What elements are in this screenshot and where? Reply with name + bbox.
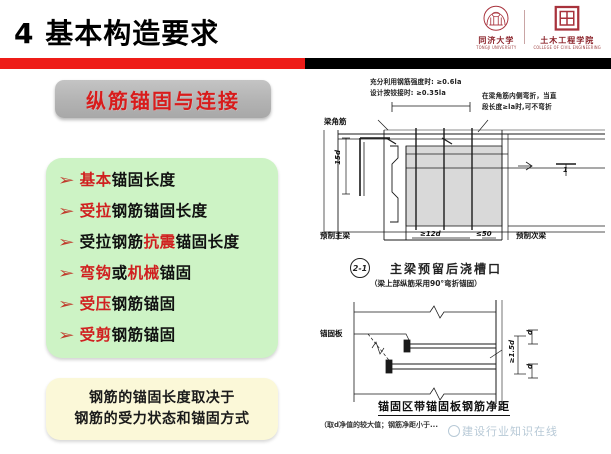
bullet-arrow-icon: ➢ (57, 264, 75, 282)
list-item: ➢弯钩或机械锚固 (57, 261, 274, 283)
bullet-arrow-icon: ➢ (57, 233, 75, 251)
topic-list-box: ➢基本锚固长度➢受拉钢筋锚固长度➢受拉钢筋抗震锚固长度➢弯钩或机械锚固➢受压钢筋… (46, 158, 278, 358)
list-item: ➢受压钢筋锚固 (57, 292, 274, 314)
summary-note-line-2: 钢筋的受力状态和锚固方式 (74, 411, 250, 427)
tongji-university-logo: 同济大学 TONGJI UNIVERSITY (476, 4, 516, 50)
bottom-figure-caption: 锚固区带锚固板钢筋净距 (378, 398, 510, 416)
note-hinged-design: 设计按铰接时: ≥0.35la (370, 89, 446, 97)
list-item: ➢受拉钢筋锚固长度 (57, 199, 274, 221)
college-logo-cn: 土木工程学院 (540, 36, 595, 45)
title-divider-bar (0, 58, 611, 69)
college-of-civil-engineering-logo: 土木工程学院 COLLEGE OF CIVIL ENGINEERING (533, 4, 601, 50)
list-item: ➢基本锚固长度 (57, 168, 274, 190)
summary-note-box: 钢筋的锚固长度取决于 钢筋的受力状态和锚固方式 (46, 378, 278, 440)
label-beam-corner-bar: 梁角筋 (324, 117, 347, 126)
civil-engineering-seal-icon (554, 5, 580, 31)
tongji-seal-icon (483, 5, 509, 31)
list-item-label: 受剪钢筋锚固 (79, 326, 176, 344)
dim-15d: 15d (334, 150, 342, 165)
label-precast-main-beam: 预制主梁 (320, 231, 350, 240)
divider-bar-black (305, 58, 611, 69)
dim-bar-dia-bottom: d (526, 364, 534, 370)
bullet-arrow-icon: ➢ (57, 171, 75, 189)
dim-clear-spacing: ≥1.5d (508, 340, 516, 364)
label-anchor-plate: 锚固板 (320, 329, 343, 338)
list-item: ➢受剪钢筋锚固 (57, 323, 274, 345)
watermark-text: 建设行业知识在线 (462, 425, 558, 438)
drawing-vector-graphics (323, 102, 605, 404)
top-figure-caption: 主梁预留后浇槽口 (390, 262, 503, 276)
section-banner-label: 纵筋锚固与连接 (86, 88, 240, 113)
list-item: ➢受拉钢筋抗震锚固长度 (57, 230, 274, 252)
logo-divider (524, 10, 526, 44)
tongji-logo-cn: 同济大学 (478, 36, 515, 45)
bullet-arrow-icon: ➢ (57, 326, 75, 344)
list-item-label: 受拉钢筋抗震锚固长度 (79, 233, 240, 251)
note-full-strength: 充分利用钢筋强度时: ≥0.6la (370, 78, 462, 86)
figure-number-badge: 2-1 (350, 258, 370, 278)
slide-header: 4 基本构造要求 同济大学 TONGJI UNIVERSITY (0, 0, 611, 56)
bottom-figure-sub-caption: （取d净值的较大值；钢筋净距小于... (320, 421, 438, 429)
list-item-label: 弯钩或机械锚固 (79, 264, 192, 282)
college-logo-en: COLLEGE OF CIVIL ENGINEERING (533, 45, 601, 51)
list-item-label: 受压钢筋锚固 (79, 295, 176, 313)
watermark-logo-icon (448, 425, 460, 437)
divider-bar-red (0, 58, 305, 69)
bullet-arrow-icon: ➢ (57, 295, 75, 313)
note-bend-inside-2: 段长度≥la时,可不弯折 (482, 103, 552, 111)
section-banner: 纵筋锚固与连接 (55, 80, 271, 118)
note-bend-inside-1: 在梁角筋内侧弯折，当直 (482, 92, 557, 100)
watermark: 建设行业知识在线 (448, 423, 608, 445)
summary-note-line-1: 钢筋的锚固长度取决于 (89, 390, 235, 406)
list-item-label: 受拉钢筋锚固长度 (79, 202, 208, 220)
dim-max-50: ≤50 (476, 230, 492, 238)
section-mark-1: 1 (563, 166, 568, 174)
dim-bar-dia-top: d (526, 330, 534, 336)
logo-group: 同济大学 TONGJI UNIVERSITY 土木工程学院 COLLEGE OF… (476, 2, 601, 52)
list-item-label: 基本锚固长度 (79, 171, 176, 189)
technical-drawing-area: 充分利用钢筋强度时: ≥0.6la 设计按铰接时: ≥0.35la 在梁角筋内侧… (320, 72, 611, 454)
tongji-logo-en: TONGJI UNIVERSITY (476, 45, 517, 51)
page-title: 4 基本构造要求 (14, 17, 220, 50)
label-precast-secondary-beam: 预制次梁 (516, 231, 546, 240)
dim-min-12d: ≥12d (420, 230, 441, 238)
bullet-arrow-icon: ➢ (57, 202, 75, 220)
top-figure-sub-caption: （梁上部纵筋采用90°弯折锚固） (370, 279, 482, 288)
